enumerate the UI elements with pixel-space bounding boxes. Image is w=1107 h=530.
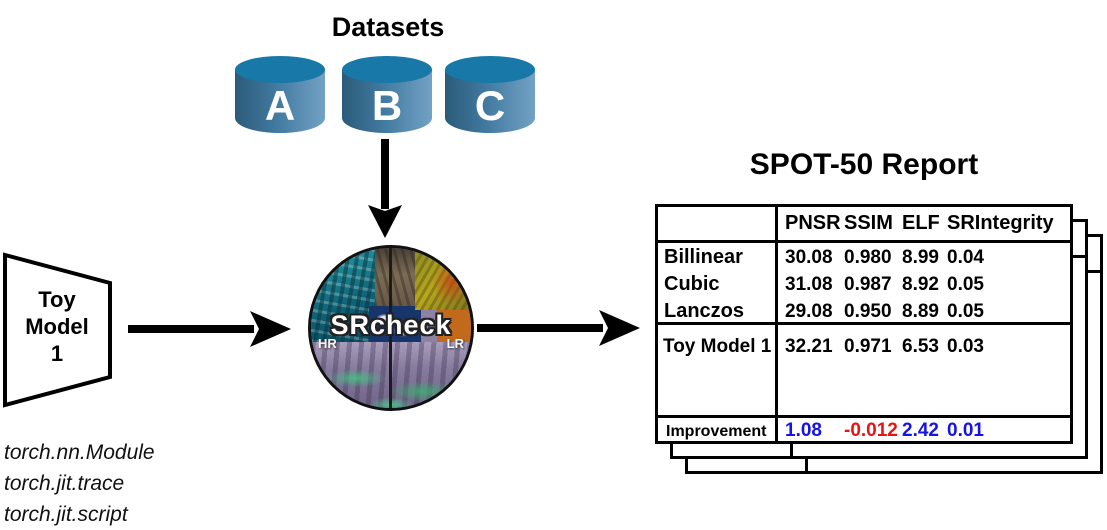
cell-value: 32.21 (785, 336, 833, 357)
cell-value: 0.05 (947, 274, 984, 295)
dataset-cylinder-c: C (445, 56, 535, 136)
col-header-srintegrity: SRIntegrity (947, 212, 1054, 234)
row-label-improvement: Improvement (666, 423, 767, 440)
database-cylinder-top (445, 56, 535, 83)
torch-api-note: torch.jit.trace (4, 472, 125, 495)
srcheck-logo: SRcheck HR LR (308, 245, 474, 411)
ellipsis-dot (844, 365, 902, 371)
row-label-toy-model: Toy Model 1 (663, 336, 772, 357)
table-header-divider (658, 240, 1070, 243)
cell-value: 6.53 (902, 336, 939, 357)
ellipsis-dot (785, 365, 844, 371)
lr-tag: LR (446, 336, 464, 351)
dataset-cylinder-b: B (342, 56, 432, 136)
toy-model-label-line: 1 (50, 341, 64, 366)
toy-model-values-row: 32.21 0.971 6.53 0.03 (785, 336, 1072, 358)
ellipsis-dot (785, 388, 844, 394)
ellipsis-dot (947, 388, 1072, 394)
hr-lr-divider-line (389, 248, 392, 408)
table-section-divider (658, 322, 1070, 325)
ellipsis-dot (902, 365, 947, 371)
collage-orange-patch (437, 310, 471, 342)
improvement-value: 0.01 (947, 420, 984, 441)
ellipsis-dots-row (785, 365, 1072, 371)
arrow-datasets-to-srcheck-icon (368, 139, 402, 238)
cell-value: 8.89 (902, 301, 939, 322)
col-header-elf: ELF (902, 212, 940, 234)
table-row: 30.08 0.980 8.99 0.04 (785, 244, 1072, 271)
hr-tag: HR (318, 336, 337, 351)
database-cylinder-top (235, 56, 325, 83)
dataset-b-label: B (371, 82, 403, 129)
toy-model-label-line: Toy (38, 287, 76, 312)
torch-api-note: torch.jit.script (4, 503, 128, 526)
cell-value: 8.99 (902, 247, 939, 268)
ellipsis-dot (947, 365, 1072, 371)
cell-value: 0.03 (947, 336, 984, 357)
cell-value: 0.05 (947, 301, 984, 322)
report-table: PNSR SSIM ELF SRIntegrity Billinear Cubi… (655, 204, 1073, 444)
torch-api-note: torch.nn.Module (4, 441, 155, 464)
dataset-a-label: A (264, 82, 296, 129)
database-cylinder-top (342, 56, 432, 83)
dataset-c-label: C (474, 82, 506, 129)
col-header-ssim: SSIM (844, 212, 893, 234)
dataset-cylinder-a: A (235, 56, 325, 136)
improvement-value: -0.012 (844, 420, 898, 441)
col-header-pnsr: PNSR (785, 212, 841, 234)
toy-model-shape (3, 252, 112, 408)
srcheck-logo-title: SRcheck (330, 310, 452, 340)
metrics-header-row: PNSR SSIM ELF SRIntegrity (785, 212, 1072, 235)
row-label-cubic: Cubic (664, 273, 720, 295)
improvement-values-row: 1.08 -0.012 2.42 0.01 (785, 420, 1072, 442)
table-row: 29.08 0.950 8.89 0.05 (785, 298, 1072, 325)
improvement-value: 1.08 (785, 420, 822, 441)
toy-model-label: Toy Model 1 (5, 286, 109, 367)
datasets-title: Datasets (331, 12, 445, 42)
table-row: 31.08 0.987 8.92 0.05 (785, 271, 1072, 298)
cell-value: 29.08 (785, 301, 833, 322)
collage-yellow-terrain-patch (415, 248, 471, 310)
toy-model-label-line: Model (25, 314, 89, 339)
cell-value: 0.950 (844, 301, 892, 322)
cell-value: 0.987 (844, 274, 892, 295)
arrow-model-to-srcheck-icon (128, 311, 291, 347)
row-label-billinear: Billinear (664, 246, 743, 268)
baseline-values: 30.08 0.980 8.99 0.04 31.08 0.987 8.92 0… (785, 244, 1072, 325)
cell-value: 0.04 (947, 247, 984, 268)
table-section-divider (658, 415, 1070, 418)
ellipsis-dot (844, 388, 902, 394)
report-title: SPOT-50 Report (749, 148, 979, 181)
collage-teal-industry-patch (311, 248, 375, 342)
cell-value: 0.971 (844, 336, 892, 357)
improvement-value: 2.42 (902, 420, 939, 441)
baseline-row-labels: Billinear Cubic Lanczos (664, 244, 744, 325)
arrow-srcheck-to-report-icon (477, 310, 640, 346)
collage-sea-clouds-patch (369, 306, 421, 342)
collage-brown-mountain-patch (375, 248, 415, 308)
ellipsis-dot (902, 388, 947, 394)
cell-value: 8.92 (902, 274, 939, 295)
ellipsis-dots-row (785, 388, 1072, 394)
torch-api-notes: torch.nn.Module torch.jit.trace torch.ji… (4, 437, 155, 530)
cell-value: 0.980 (844, 247, 892, 268)
cell-value: 30.08 (785, 247, 833, 268)
row-label-lanczos: Lanczos (664, 300, 745, 322)
cell-value: 31.08 (785, 274, 833, 295)
